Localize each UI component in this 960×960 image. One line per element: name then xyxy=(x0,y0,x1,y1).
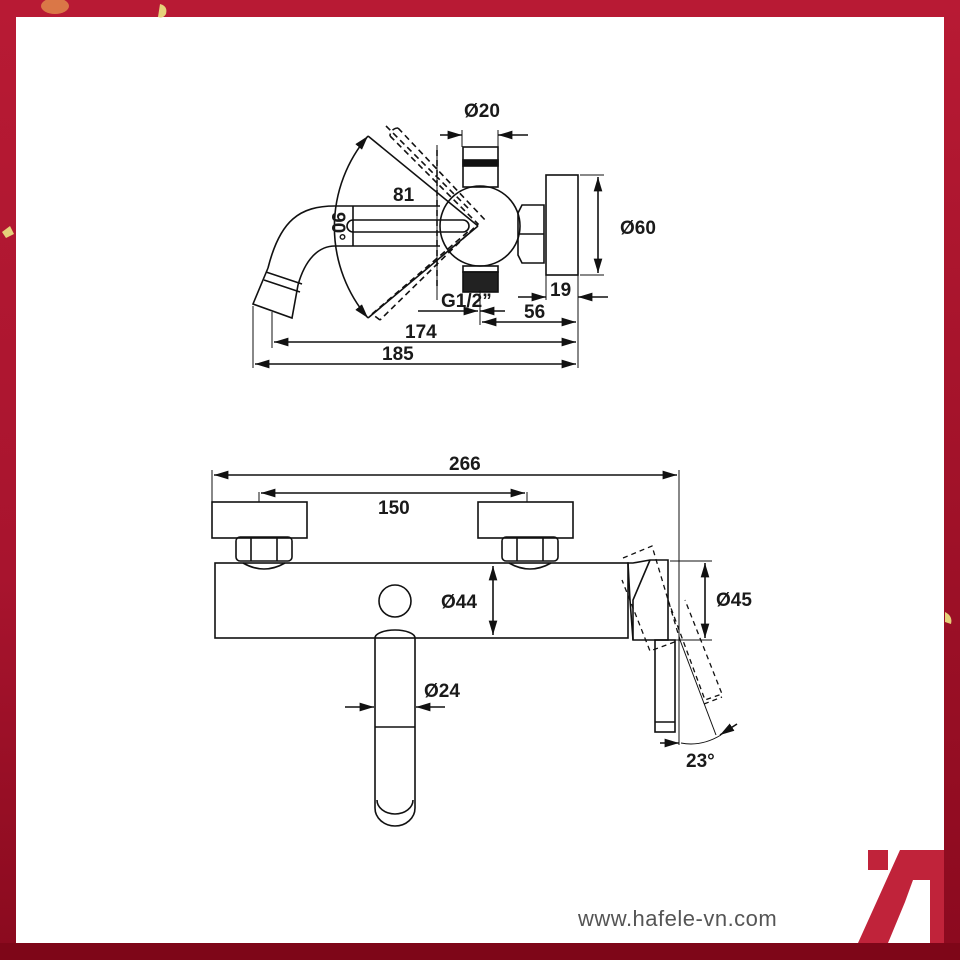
front-view xyxy=(211,470,738,827)
dim-thread: G1/2” xyxy=(441,291,492,312)
dim-lever-angle: 23° xyxy=(686,751,715,772)
dim-flange-depth: 19 xyxy=(550,280,571,301)
drawing-sheet xyxy=(16,17,944,943)
dim-offset-56: 56 xyxy=(524,302,545,323)
dim-swing-angle: 90° xyxy=(327,212,348,241)
dim-overall-width: 266 xyxy=(449,454,481,475)
top-view xyxy=(251,125,608,369)
hafele-a-logo-icon xyxy=(858,850,944,943)
dim-length-174: 174 xyxy=(405,322,437,343)
frame-bottom xyxy=(0,943,960,960)
frame-right xyxy=(944,0,960,943)
dim-flange-diameter: Ø60 xyxy=(620,218,656,239)
dim-length-185: 185 xyxy=(382,344,414,365)
dim-spout-diameter: Ø24 xyxy=(424,681,460,702)
front-view-labels: 266 150 Ø44 Ø45 Ø24 23° xyxy=(378,454,752,772)
dim-centers: 150 xyxy=(378,498,410,519)
website-url[interactable]: www.hafele-vn.com xyxy=(578,906,778,931)
dim-handle-diameter: Ø45 xyxy=(716,590,752,611)
dim-body-diameter: Ø44 xyxy=(441,592,477,613)
dim-spout-length: 81 xyxy=(393,185,415,206)
dim-pipe-diameter: Ø20 xyxy=(464,101,500,122)
confetti-decoration xyxy=(2,0,952,624)
top-view-labels: Ø20 81 90° Ø60 19 G1/2” 56 174 185 xyxy=(327,101,656,365)
